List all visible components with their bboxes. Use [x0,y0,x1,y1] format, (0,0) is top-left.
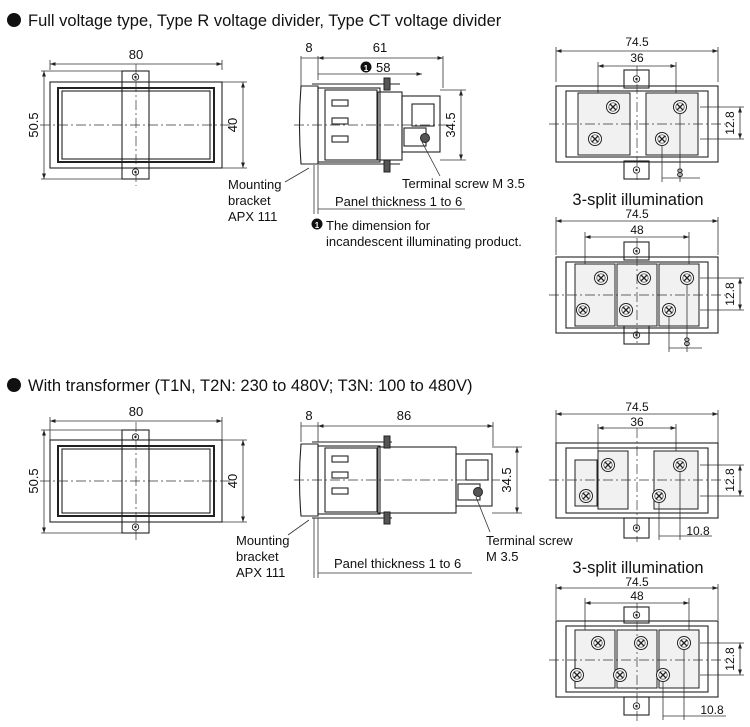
side-total-depth-label: 86 [397,408,411,423]
split-illumination-title: 3-split illumination [572,191,703,209]
svg-text:1: 1 [315,221,320,230]
side-note-dimension-label: 58 [376,60,390,75]
front-view: 80 50.5 40 [26,47,247,186]
rear-vpitch-label: 12.8 [723,282,737,306]
rear-width-label: 74.5 [625,575,649,589]
section-2: With transformer (T1N, T2N: 230 to 480V;… [7,377,744,722]
terminal-screw-icon [612,667,628,683]
terminal-screw-icon [679,270,695,286]
terminal-screw-label-line-1: Terminal screw [486,533,573,548]
rear-view-top: 74.5 36 12.8 8 [549,35,744,182]
rear-view-top: 74.5 36 12.8 10.8 [549,400,744,542]
bracket-label-line-1: Mounting [236,533,289,548]
footnote-marker-icon [311,218,323,230]
bracket-label-line-2: bracket [228,193,271,208]
panel-thickness-label: Panel thickness 1 to 6 [335,194,462,209]
section-1: Full voltage type, Type R voltage divide… [7,12,744,352]
front-inner-height-label: 40 [225,118,240,132]
side-view: 8 61 1 58 34.5 [228,40,525,249]
terminal-screw-icon [654,131,670,147]
bracket-label-line-3: APX 111 [228,209,277,224]
side-height-label: 34.5 [499,467,514,492]
rear-offset-label: 10.8 [700,703,724,717]
front-width-label: 80 [129,404,143,419]
rear-vpitch-label: 12.8 [723,111,737,135]
front-width-label: 80 [129,47,143,62]
terminal-screw-icon [661,302,677,318]
rear-pitch-label: 48 [630,223,644,237]
mounting-hole-icon [131,168,140,176]
terminal-screw-icon [676,635,692,651]
side-front-depth-label: 8 [305,40,312,55]
bracket-label-line-3: APX 111 [236,565,285,580]
rear-offset-label: 10.8 [686,524,710,538]
terminal-screw-icon [672,457,688,473]
front-inner-height-label: 40 [225,474,240,488]
footnote-line-1: The dimension for [326,218,431,233]
terminal-screw-icon [569,667,585,683]
rear-vpitch-label: 12.8 [723,647,737,671]
footnote-line-2: incandescent illuminating product. [326,234,522,249]
svg-text:1: 1 [364,64,369,73]
rear-pitch-label: 48 [630,589,644,603]
mounting-hole-icon [131,523,140,531]
terminal-screw-icon [420,133,430,143]
section-title: Full voltage type, Type R voltage divide… [28,12,502,30]
bracket-label-line-2: bracket [236,549,279,564]
terminal-screw-icon [655,667,671,683]
side-view: 8 86 34.5 Terminal screw M 3. [236,408,573,580]
bullet-icon [7,13,21,27]
rear-offset-label: 8 [677,166,684,180]
rear-vpitch-label: 12.8 [723,468,737,492]
terminal-screw-icon [636,270,652,286]
side-total-depth-label: 61 [373,40,387,55]
note-marker-icon [360,61,372,73]
terminal-screw-icon [651,488,667,504]
terminal-screw-icon [633,635,649,651]
terminal-screw-icon [618,302,634,318]
rear-offset-label: 8 [684,335,691,349]
rear-view-3split: 74.5 48 12.8 [549,207,744,352]
mounting-hole-icon [131,433,140,441]
terminal-screw-icon [600,457,616,473]
terminal-screw-icon [578,488,594,504]
split-illumination-title: 3-split illumination [572,559,703,577]
terminal-screw-icon [590,635,606,651]
rear-width-label: 74.5 [625,207,649,221]
terminal-screw-icon [575,302,591,318]
side-front-depth-label: 8 [305,408,312,423]
rear-pitch-label: 36 [630,51,644,65]
side-height-label: 34.5 [443,112,458,137]
terminal-screw-icon [672,99,688,115]
terminal-screw-icon [593,270,609,286]
bullet-icon [7,378,21,392]
front-view: 80 50.5 40 [26,404,247,541]
terminal-screw-icon [587,131,603,147]
terminal-screw-label-line-2: M 3.5 [486,549,519,564]
front-height-label: 50.5 [26,468,41,493]
rear-width-label: 74.5 [625,400,649,414]
terminal-screw-label: Terminal screw M 3.5 [402,176,525,191]
rear-pitch-label: 36 [630,415,644,429]
mounting-hole-icon [131,73,140,81]
rear-view-3split: 74.5 48 12.8 [549,575,744,722]
terminal-screw-icon [473,487,483,497]
panel-thickness-label: Panel thickness 1 to 6 [334,556,461,571]
terminal-screw-icon [605,99,621,115]
section-title: With transformer (T1N, T2N: 230 to 480V;… [28,377,472,395]
front-height-label: 50.5 [26,112,41,137]
rear-width-label: 74.5 [625,35,649,49]
bracket-label-line-1: Mounting [228,177,281,192]
